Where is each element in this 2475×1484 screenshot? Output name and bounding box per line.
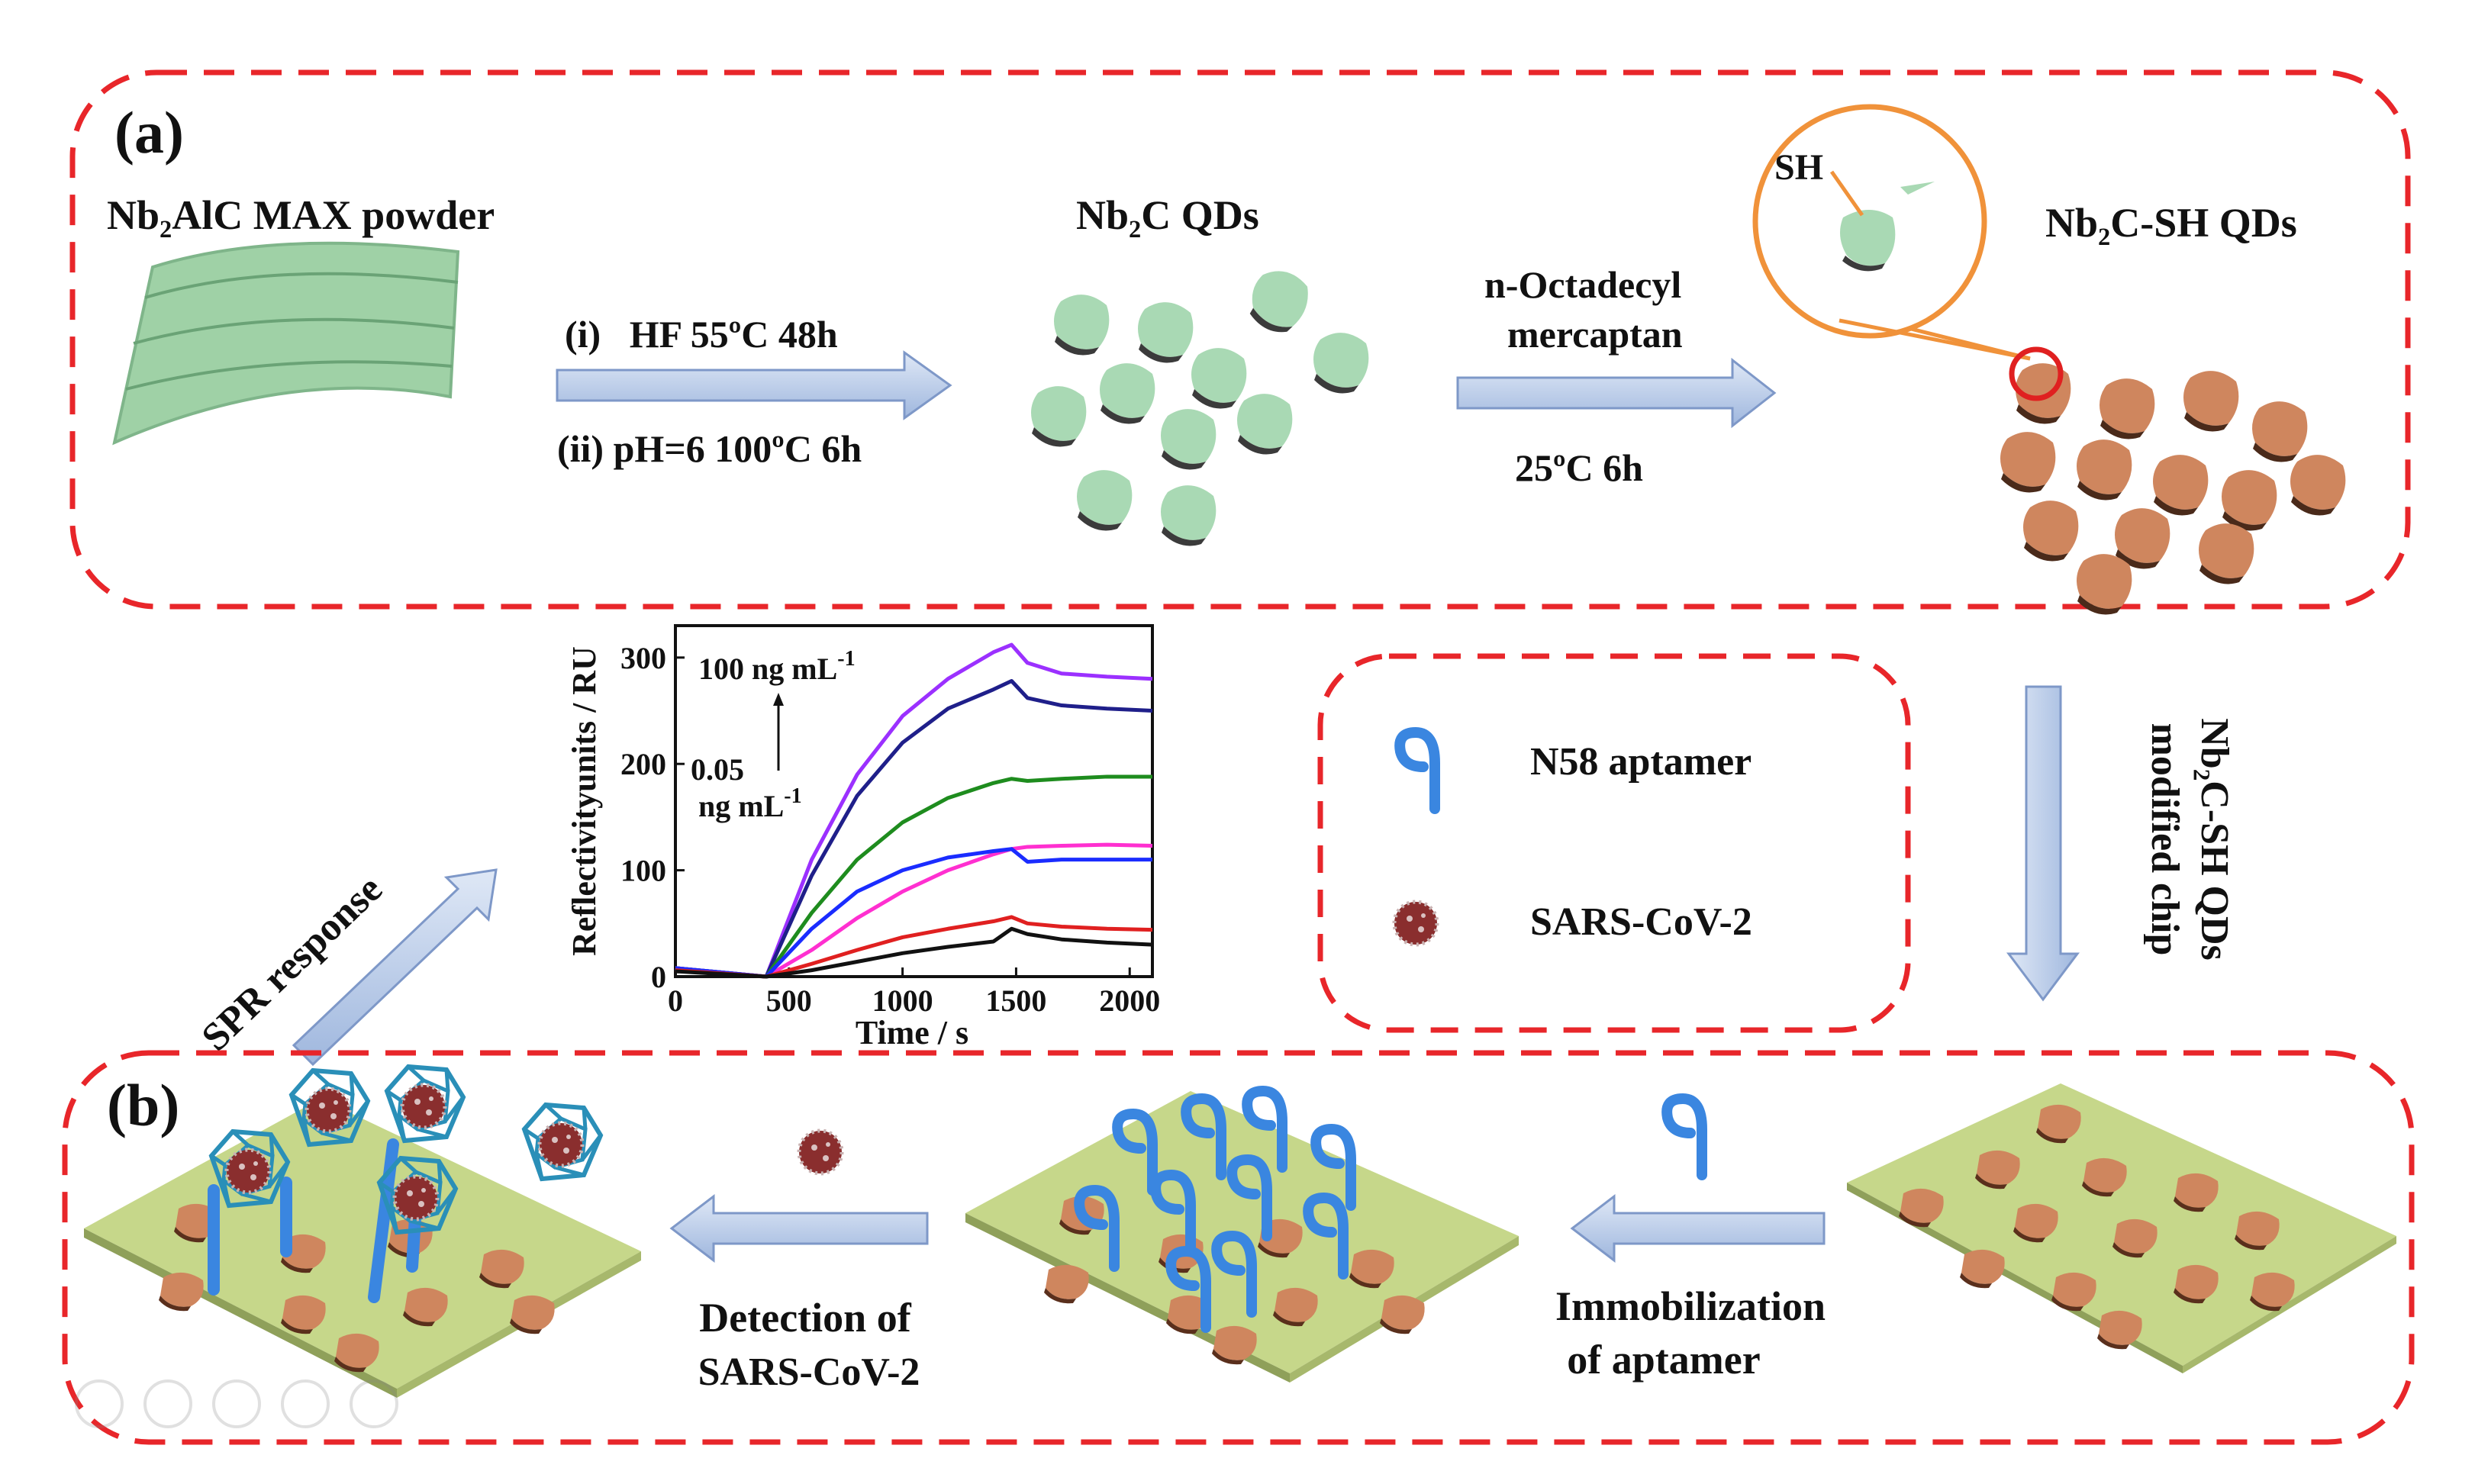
chart-series-line-6 [675, 915, 1153, 979]
step1-arrow [556, 350, 952, 420]
chart-frame [674, 624, 1154, 978]
legend-aptamer-icon [1400, 732, 1435, 809]
magnifier [1752, 104, 2031, 361]
chart-series-line-3 [675, 774, 1152, 979]
step2-line1: n-Octadecyl [1484, 263, 1681, 306]
detection-line1: Detection of [699, 1295, 911, 1341]
chart-lines [675, 642, 1153, 979]
chart-annotation-top: 100 ng mL-1 [698, 647, 856, 686]
chart-annotation-bottom-2: ng mL-1 [698, 784, 802, 823]
spr-response-arrow [292, 868, 498, 1067]
chart-ytick-label: 100 [620, 854, 666, 888]
max-powder-sheets [112, 241, 460, 446]
chart-ylabel: Reflectivityunits / RU [566, 646, 603, 956]
chart-xtick-label: 0 [668, 983, 683, 1018]
step2-line2: mercaptan [1507, 313, 1683, 356]
max-powder-label: Nb₂AlC MAX powder [107, 192, 495, 238]
legend-virus-icon [1394, 902, 1437, 945]
chart-ytick-label: 300 [620, 641, 666, 675]
chart-ytick-label: 200 [620, 747, 666, 781]
legend-aptamer-label: N58 aptamer [1530, 740, 1752, 784]
chart-series-line-5 [675, 847, 1152, 979]
chart-ticks: 0 500 1000 1500 2000 0 100 200 300 [620, 641, 1160, 1018]
immobilization-arrow [1570, 1193, 1826, 1263]
detection-arrow [669, 1193, 929, 1263]
nb2c-sh-qds-label: Nb₂C-SH QDs [2045, 200, 2297, 246]
chart-annotation-bottom-1: 0.05 [691, 752, 744, 787]
chart-xtick-label: 500 [766, 983, 812, 1018]
nb2c-qds-label: Nb₂C QDs [1076, 192, 1259, 238]
chart-annotation-top-sup: -1 [837, 647, 855, 671]
chart-ytick-label: 0 [651, 960, 666, 994]
chart-xtick-label: 1500 [985, 983, 1046, 1018]
step1-line2: (ii) pH=6 100ºC 6h [557, 427, 862, 470]
nb2c-qds-cluster [1031, 266, 1369, 546]
chart-series-line-2 [675, 678, 1153, 979]
detection-line2: SARS-CoV-2 [698, 1350, 920, 1394]
chip-arrow-line2: modified chip [2143, 723, 2187, 956]
spr-chart: 0 500 1000 1500 2000 0 100 200 300 Time / s Refl… [566, 624, 1160, 1051]
step2-arrow [1456, 357, 1777, 429]
chip-aptamer [965, 1091, 1519, 1383]
step2-line3: 25ºC 6h [1515, 446, 1643, 489]
chart-xtick-label: 2000 [1099, 983, 1160, 1018]
chart-xtick-label: 1000 [872, 983, 933, 1018]
chart-annotation-top-text: 100 ng mL [698, 652, 837, 686]
chart-annotation-bottom-sup: -1 [784, 784, 801, 808]
chart-series-line-7 [675, 926, 1153, 979]
immobilization-line2: of aptamer [1567, 1337, 1760, 1383]
panel-a-label: (a) [114, 99, 184, 166]
legend-virus-label: SARS-CoV-2 [1530, 900, 1752, 944]
immobilization-line1: Immobilization [1555, 1283, 1826, 1329]
chart-series-line-1 [675, 642, 1153, 979]
panel-b-label: (b) [107, 1072, 179, 1138]
panel-b-border [62, 1050, 2415, 1445]
faint-toolbar [75, 1379, 398, 1428]
virus-icon-floating [799, 1131, 842, 1173]
chip-detection [84, 1067, 641, 1398]
panel-a-border [69, 69, 2411, 610]
spr-response-label: SPR response [194, 868, 391, 1060]
chip-down-arrow [2006, 685, 2080, 1002]
legend-box [1317, 653, 1911, 1033]
chip-bare [1847, 1083, 2396, 1373]
chip-arrow-line1: Nb₂C-SH QDs [2193, 718, 2236, 961]
chart-series-line-4 [675, 842, 1153, 979]
step1-line1: (i) HF 55ºC 48h [565, 313, 838, 356]
aptamer-icon-floating [1667, 1099, 1702, 1175]
sh-label: SH [1774, 147, 1823, 188]
nb2c-sh-qds-cluster [2000, 346, 2346, 615]
chart-annotation-bottom-text: ng mL [698, 789, 784, 823]
chart-xlabel: Time / s [856, 1014, 968, 1051]
